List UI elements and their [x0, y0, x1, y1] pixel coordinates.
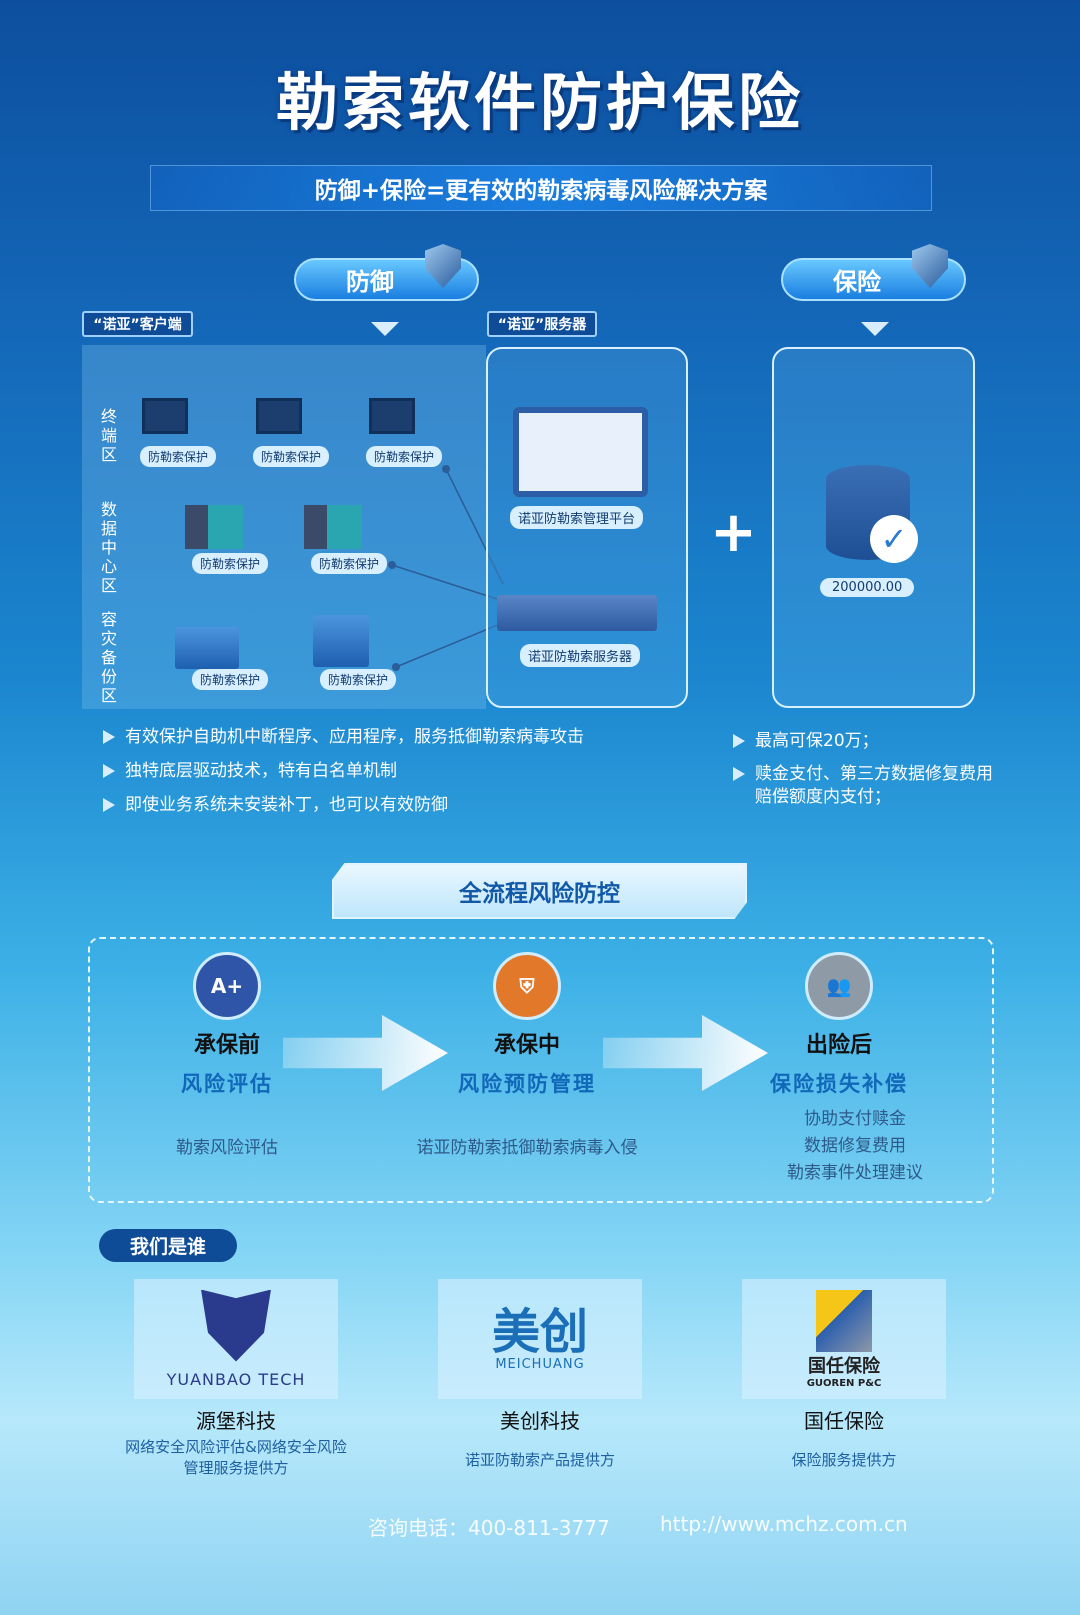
meichuang-logo: 美创 MEICHUANG: [438, 1279, 642, 1399]
bullet-icon: [733, 767, 745, 781]
bullet-icon: [103, 764, 115, 778]
step-subtitle: 保险损失补偿: [770, 1072, 908, 1096]
logo-text: YUANBAO TECH: [166, 1369, 306, 1389]
bullet-text: 即使业务系统未安装补丁，也可以有效防御: [125, 795, 448, 815]
protect-label: 防勒索保护: [320, 669, 397, 690]
server-appliance-icon: [497, 595, 657, 631]
insured-amount: 200000.00: [820, 578, 915, 597]
desc-line: 网络安全风险评估&网络安全风险: [125, 1438, 347, 1456]
protect-label: 防勒索保护: [192, 553, 269, 574]
database-server-icon: [304, 505, 362, 549]
defense-label: 防御: [346, 268, 394, 296]
step-desc: 诺亚防勒索抵御勒索病毒入侵: [416, 1138, 638, 1158]
bullet-item: 独特底层驱动技术，特有白名单机制: [103, 760, 584, 783]
terminal-icon: [256, 398, 302, 434]
plus-sign: +: [710, 500, 757, 565]
yuanbao-logo: YUANBAO TECH: [134, 1279, 338, 1399]
connection-lines: [388, 465, 504, 671]
protect-label: 防勒索保护: [311, 553, 388, 574]
laptop-dashboard-icon: [513, 407, 648, 497]
insurance-label: 保险: [833, 268, 881, 296]
shield-user-icon: ⛨: [493, 952, 561, 1020]
bullet-item: 有效保护自助机中断程序、应用程序，服务抵御勒索病毒攻击: [103, 726, 584, 749]
database-server-icon: [185, 505, 243, 549]
protect-label: 防勒索保护: [253, 446, 330, 467]
arrow-down-icon: [371, 322, 399, 336]
bullet-item: 最高可保20万；: [733, 730, 993, 753]
protect-label: 防勒索保护: [140, 446, 217, 467]
logo-text: 国任保险: [808, 1355, 880, 1377]
step-desc: 协助支付赎金 数据修复费用 勒索事件处理建议: [705, 1106, 1005, 1187]
insurance-bullets: 最高可保20万； 赎金支付、第三方数据修复费用赔偿额度内支付；: [733, 730, 993, 809]
page-title: 勒索软件防护保险: [275, 66, 804, 139]
desc-line: 管理服务提供方: [183, 1459, 289, 1477]
company-name: 美创科技: [500, 1409, 580, 1433]
terminal-icon: [369, 398, 415, 434]
client-tag: “诺亚”客户端: [82, 311, 193, 337]
arrow-down-icon: [861, 322, 889, 336]
platform-label: 诺亚防勒索管理平台: [510, 506, 644, 529]
step-desc: 勒索风险评估: [176, 1138, 278, 1158]
server-label: 诺亚防勒索服务器: [520, 644, 641, 667]
company-name: 源堡科技: [196, 1409, 276, 1433]
check-icon: ✓: [870, 515, 918, 563]
bullet-icon: [103, 798, 115, 812]
who-we-are-pill: 我们是谁: [99, 1229, 237, 1262]
guoren-logo: 国任保险 GUOREN P&C: [742, 1279, 946, 1399]
step-subtitle: 风险预防管理: [458, 1072, 596, 1096]
step-desc-line: 数据修复费用: [804, 1136, 906, 1156]
subtitle-bar: 防御+保险=更有效的勒索病毒风险解决方案: [150, 165, 932, 211]
bullet-text: 赎金支付、第三方数据修复费用赔偿额度内支付；: [755, 763, 993, 809]
step-title: 承保前: [193, 1033, 260, 1058]
server-tag: “诺亚”服务器: [487, 311, 597, 337]
process-banner: 全流程风险防控: [332, 863, 747, 919]
zone-backup: 容灾备份区: [100, 610, 117, 705]
bullet-text: 独特底层驱动技术，特有白名单机制: [125, 761, 397, 781]
step-desc-line: 协助支付赎金: [804, 1109, 906, 1129]
step-title: 出险后: [805, 1033, 872, 1058]
bullet-item: 赎金支付、第三方数据修复费用赔偿额度内支付；: [733, 763, 993, 809]
cube-logo-icon: [816, 1289, 872, 1352]
bullet-icon: [733, 734, 745, 748]
backup-server-icon: [313, 615, 369, 667]
document-rating-icon: A+: [193, 952, 261, 1020]
bullet-text: 有效保护自助机中断程序、应用程序，服务抵御勒索病毒攻击: [125, 727, 584, 747]
backup-server-icon: [175, 627, 239, 669]
bullet-line: 赎金支付、第三方数据修复费用: [755, 764, 993, 784]
bullet-item: 即使业务系统未安装补丁，也可以有效防御: [103, 794, 584, 817]
terminal-icon: [142, 398, 188, 434]
protect-label: 防勒索保护: [192, 669, 269, 690]
logo-subtext: MEICHUANG: [495, 1356, 585, 1372]
step-desc-line: 勒索事件处理建议: [787, 1163, 923, 1183]
logo-subtext: GUOREN P&C: [806, 1377, 882, 1389]
step-title: 承保中: [493, 1033, 560, 1058]
zone-datacenter: 数据中心区: [100, 500, 117, 595]
step-subtitle: 风险评估: [181, 1072, 273, 1096]
process-title: 全流程风险防控: [459, 881, 620, 907]
zone-terminal: 终端区: [100, 407, 117, 464]
company-desc: 网络安全风险评估&网络安全风险管理服务提供方: [86, 1437, 386, 1479]
subtitle: 防御+保险=更有效的勒索病毒风险解决方案: [314, 178, 768, 204]
protect-label: 防勒索保护: [366, 446, 443, 467]
company-name: 国任保险: [804, 1409, 884, 1433]
bullet-icon: [103, 730, 115, 744]
bullet-text: 最高可保20万；: [755, 731, 879, 751]
website-link[interactable]: http://www.mchz.com.cn: [660, 1512, 908, 1536]
process-box: [88, 937, 994, 1203]
group-icon: 👥: [805, 952, 873, 1020]
bullet-line: 赔偿额度内支付；: [755, 787, 891, 807]
company-desc: 保险服务提供方: [791, 1451, 897, 1469]
shield-logo-icon: [201, 1289, 271, 1362]
defense-bullets: 有效保护自助机中断程序、应用程序，服务抵御勒索病毒攻击 独特底层驱动技术，特有白…: [103, 726, 584, 817]
logo-text: 美创: [491, 1303, 588, 1360]
phone: 咨询电话：400-811-3777: [368, 1516, 610, 1540]
company-desc: 诺亚防勒索产品提供方: [464, 1451, 615, 1469]
